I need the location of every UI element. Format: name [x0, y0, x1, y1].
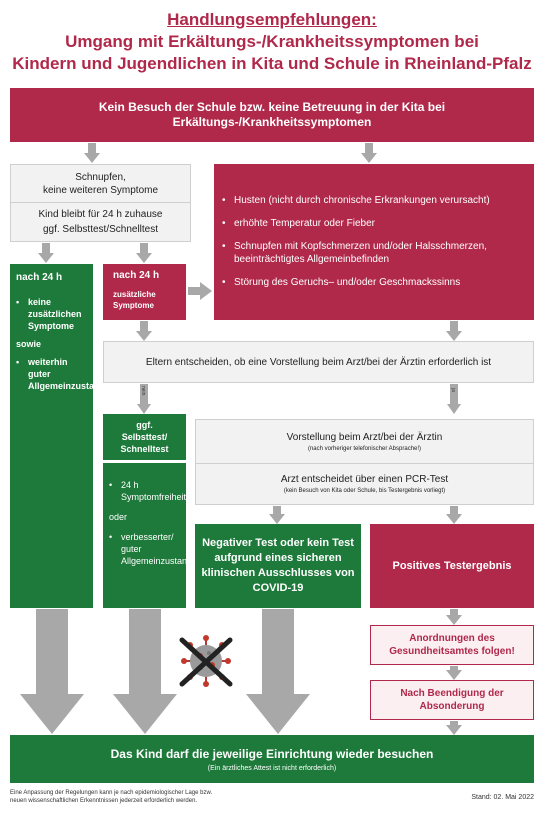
negative-test-box: Negativer Test oder kein Test aufgrund e… [195, 524, 361, 608]
no-attendance-line2: Erkältungs-/Krankheitssymptomen [172, 115, 372, 129]
pcr-decision-text: Arzt entscheidet über einen PCR-Test [280, 474, 449, 485]
selftest-line1: ggf. [136, 420, 153, 430]
page-title: Handlungsempfehlungen: [167, 10, 377, 29]
big-arrow-3 [246, 609, 310, 734]
symptom-item-cough: Husten (nicht durch chronische Erkrankun… [222, 194, 526, 207]
doctor-visit-note: (nach vorheriger telefonischer Absprache… [307, 445, 422, 452]
good-general-condition: weiterhin guter Allgemeinzustand [16, 356, 105, 392]
big-arrow-2 [113, 609, 177, 734]
parents-decide-box: Eltern entscheiden, ob eine Vorstellung … [103, 341, 534, 383]
end-isolation-box: Nach Beendigung der Absonderung [370, 680, 534, 720]
arrow-end-to-bottom [446, 721, 462, 735]
improved-condition: verbesserter/ guter Allgemeinzustand [109, 531, 192, 567]
positive-test-text: Positives Testergebnis [392, 560, 512, 572]
crossed-out-virus-icon [174, 632, 238, 690]
may-return-text: Das Kind darf die jeweilige Einrichtung … [110, 746, 434, 761]
arrow-doctor-to-negative [269, 506, 285, 524]
after-24h-additional-symptoms-box: nach 24 h zusätzliche Symptome [103, 264, 186, 320]
label-nein: nein [140, 386, 146, 396]
arrow-right-to-symptoms [188, 282, 212, 300]
footer-date: Stand: 02. Mai 2022 [471, 794, 534, 801]
doctor-visit-box: Vorstellung beim Arzt/bei der Ärztin (na… [195, 419, 534, 505]
page-subtitle-line1: Umgang mit Erkältungs-/Krankheitssymptom… [65, 32, 479, 51]
arrow-nein: nein [137, 384, 151, 414]
arrow-positive-to-health [446, 609, 462, 625]
arrow-health-to-end [446, 666, 462, 680]
no-attendance-line1: Kein Besuch der Schule bzw. keine Betreu… [98, 100, 446, 114]
selftest-optional: ggf. Selbsttest/Schnelltest [42, 224, 159, 235]
big-arrow-1 [20, 609, 84, 734]
page-subtitle-line2: Kindern und Jugendlichen in Kita und Sch… [12, 54, 532, 73]
additional-symptoms-text: zusätzliche Symptome [113, 290, 156, 310]
stay-home-24h: Kind bleibt für 24 h zuhause [38, 209, 163, 220]
health-office-text: Anordnungen des Gesundheitsamtes folgen! [389, 633, 515, 657]
footer-note-line1: Eine Anpassung der Regelungen kann je na… [10, 790, 213, 796]
pcr-decision-note: (kein Besuch von Kita oder Schule, bis T… [283, 488, 446, 494]
after-24h-green-title: nach 24 h [16, 272, 63, 283]
arrow-red-to-parents [136, 321, 152, 341]
after-24h-no-symptoms-box: nach 24 h keine zusätzlichen Symptome so… [10, 264, 105, 608]
selftest-line2: Selbsttest/ [121, 432, 168, 442]
health-office-box: Anordnungen des Gesundheitsamtes folgen! [370, 625, 534, 665]
symptom-free-24h: 24 h Symptomfreiheit [109, 479, 186, 503]
may-return-box: Das Kind darf die jeweilige Einrichtung … [10, 735, 534, 783]
selftest-box: ggf. Selbsttest/ Schnelltest [103, 414, 186, 460]
parents-decide-text: Eltern entscheiden, ob eine Vorstellung … [145, 356, 492, 368]
no-attendance-box: Kein Besuch der Schule bzw. keine Betreu… [10, 88, 534, 142]
label-ja: ja [450, 388, 456, 392]
cold-only-line2: keine weiteren Symptome [42, 184, 159, 196]
arrow-doctor-to-positive [446, 506, 462, 524]
arrow-symptoms-to-parents [446, 321, 462, 341]
selftest-line3: Schnelltest [120, 444, 169, 454]
positive-test-box: Positives Testergebnis [370, 524, 534, 608]
footer-note-line2: neuen wissenschaftlichen Erkenntnissen j… [10, 798, 198, 804]
no-additional-symptoms: keine zusätzlichen Symptome [16, 296, 89, 332]
symptom-item-headache: Schnupfen mit Kopfschmerzen und/oder Hal… [222, 240, 526, 266]
connector-sowie: sowie [16, 339, 42, 349]
negative-test-text: Negativer Test oder kein Test aufgrund e… [201, 537, 355, 594]
arrow-top-left [84, 143, 100, 163]
footer-note: Eine Anpassung der Regelungen kann je na… [10, 789, 290, 805]
symptom-item-smell-taste: Störung des Geruchs– und/oder Geschmacks… [222, 276, 526, 289]
symptom-free-box: 24 h Symptomfreiheit oder verbesserter/ … [103, 463, 192, 608]
cold-only-box: Schnupfen, keine weiteren Symptome Kind … [10, 164, 191, 242]
doctor-visit-text: Vorstellung beim Arzt/bei der Ärztin [286, 431, 443, 443]
arrow-left-to-green [38, 243, 54, 263]
symptom-item-fever: erhöhte Temperatur oder Fieber [222, 217, 526, 230]
after-24h-red-title: nach 24 h [113, 270, 160, 281]
symptom-list-box: Husten (nicht durch chronische Erkrankun… [214, 164, 534, 320]
arrow-left-to-red [136, 243, 152, 263]
end-isolation-text: Nach Beendigung der Absonderung [400, 688, 504, 712]
cold-only-line1: Schnupfen, [75, 171, 126, 183]
arrow-top-right [361, 143, 377, 163]
arrow-ja: ja [447, 384, 461, 414]
connector-oder: oder [109, 512, 128, 522]
no-certificate-note: (Ein ärztliches Attest ist nicht erforde… [207, 764, 337, 772]
